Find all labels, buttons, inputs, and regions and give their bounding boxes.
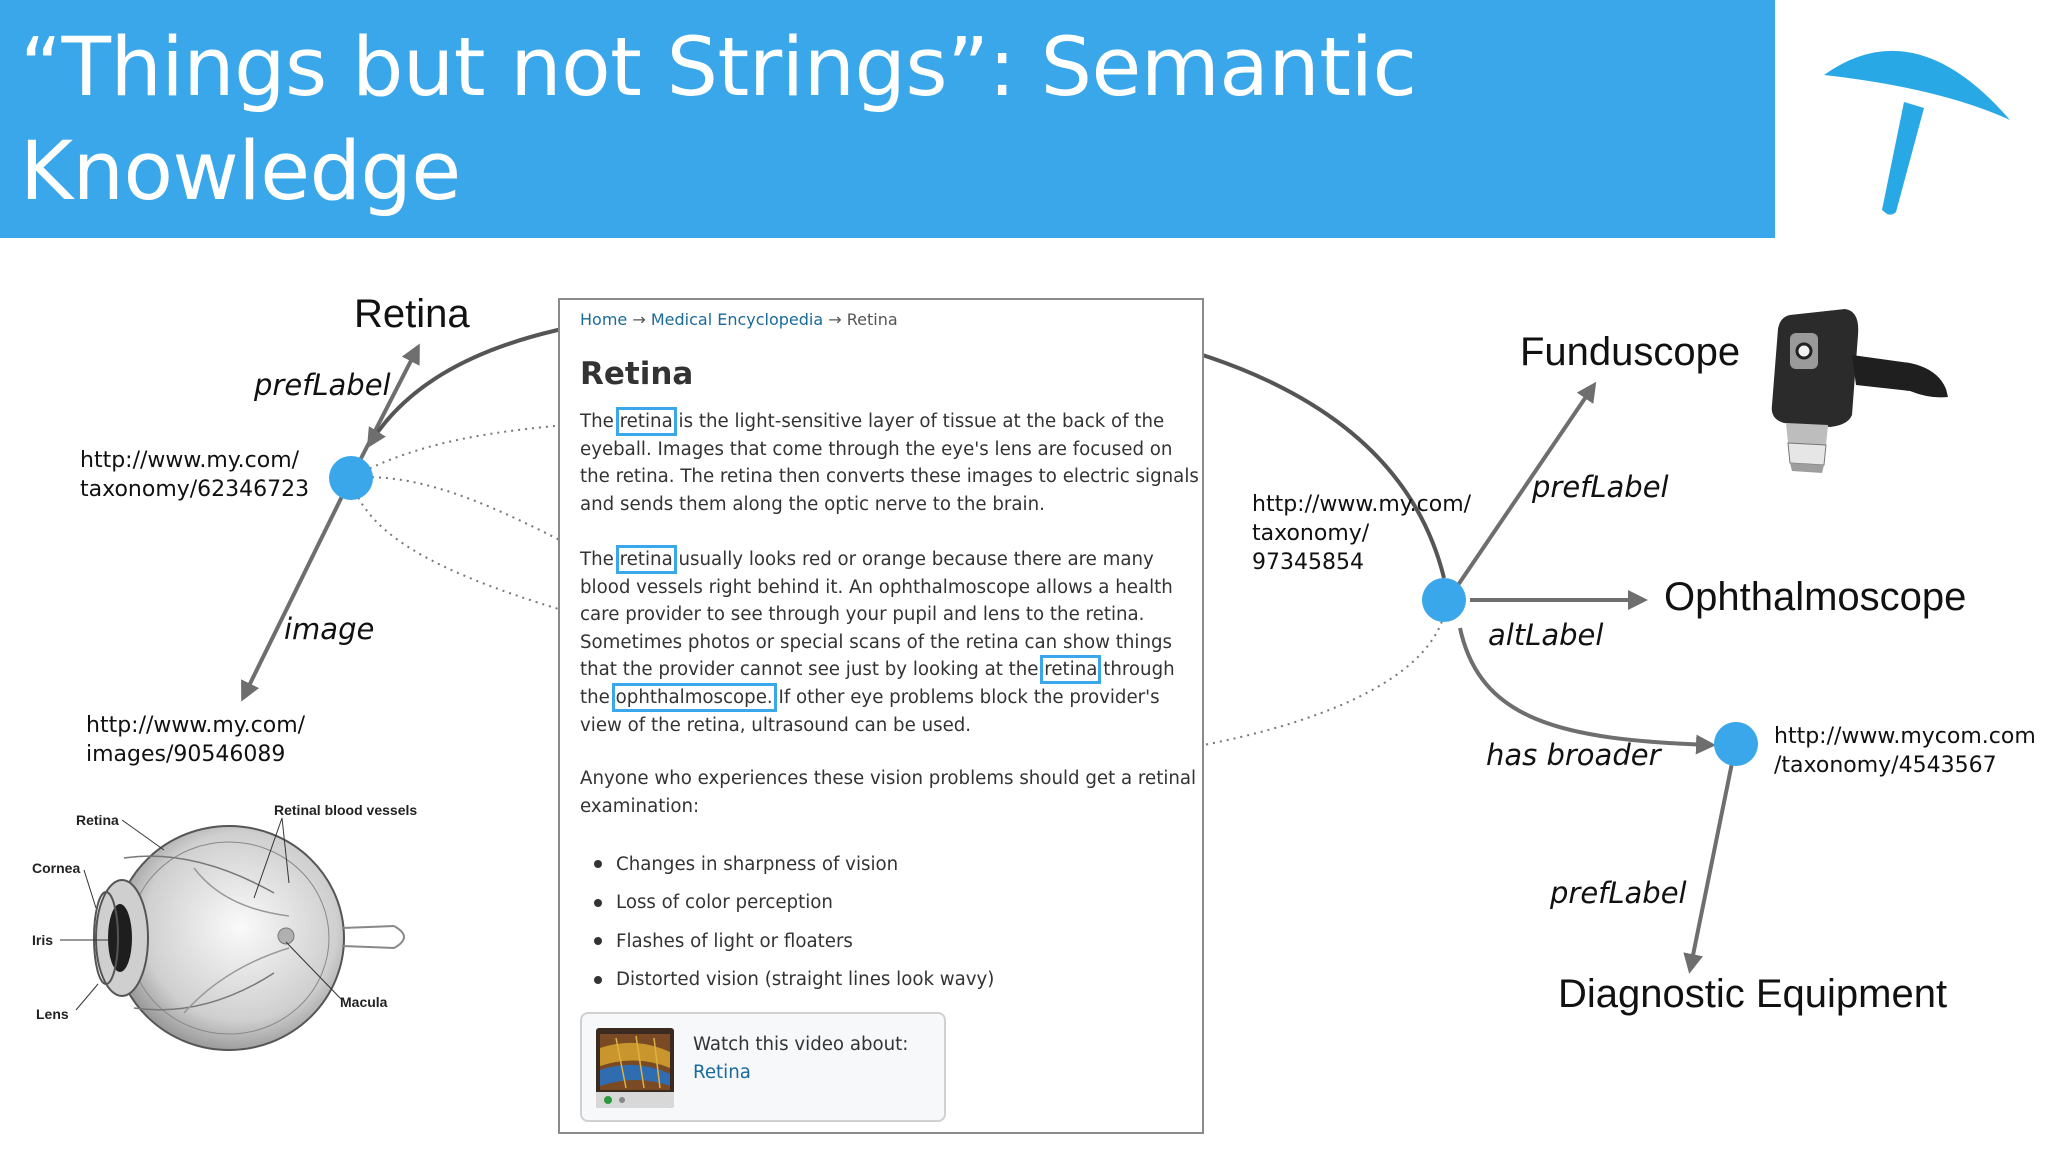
page-title: “Things but not Strings”: Semantic Knowl…	[20, 16, 1760, 328]
dotted-link-2	[350, 476, 596, 559]
dotted-link-1	[350, 422, 591, 479]
highlighted-term-ophthalmoscope: ophthalmoscope.	[611, 682, 777, 712]
breadcrumb-arrow-icon: →	[828, 310, 842, 329]
highlighted-term-retina: retina	[1040, 655, 1102, 685]
article-paragraph-2: The retina usually looks red or orange b…	[580, 545, 1192, 739]
eye-label-macula: Macula	[340, 994, 388, 1010]
ophthalmoscope-uri: http://www.my.com/ taxonomy/ 97345854	[1252, 492, 1472, 575]
text-line: and sends them along the optic nerve to …	[580, 493, 1045, 515]
ophthalmoscope-label: Ophthalmoscope	[1664, 575, 1967, 619]
article-title: Retina	[580, 356, 694, 392]
umbrella-t-logo-icon	[1824, 50, 2010, 215]
eye-label-cornea: Cornea	[32, 860, 81, 876]
list-item: Flashes of light or floaters	[582, 922, 1182, 961]
node-diagnostic-concept	[1714, 722, 1758, 766]
diagnostic-equipment-label: Diagnostic Equipment	[1558, 972, 1948, 1016]
video-card[interactable]: Watch this video about: Retina	[580, 1012, 946, 1122]
breadcrumb: Home → Medical Encyclopedia → Retina	[580, 310, 898, 329]
eye-anatomy-illustration: Retina Retinal blood vessels Cornea Iris…	[24, 798, 444, 1068]
text-span: The	[580, 411, 620, 432]
list-item-text: Loss of color perception	[616, 892, 833, 914]
eye-drawing-icon	[60, 817, 405, 1051]
list-item: Distorted vision (straight lines look wa…	[582, 961, 1182, 1000]
text-line: view of the retina, ultrasound can be us…	[580, 714, 972, 736]
list-item-text: Changes in sharpness of vision	[616, 853, 899, 875]
text-line: the retina. The retina then converts the…	[580, 466, 1199, 488]
funduscope-label: Funduscope	[1520, 330, 1741, 374]
retina-uri: http://www.my.com/ taxonomy/62346723	[80, 448, 310, 502]
list-item: Loss of color perception	[582, 884, 1182, 923]
bullet-icon	[594, 898, 602, 907]
breadcrumb-arrow-icon: →	[632, 310, 646, 329]
broader-uri: http://www.mycom.com /taxonomy/4543567	[1774, 724, 2036, 778]
rel-image: image	[284, 612, 375, 646]
breadcrumb-section-link[interactable]: Medical Encyclopedia	[650, 310, 824, 329]
bullet-icon	[594, 937, 602, 946]
encyclopedia-article-panel: Home → Medical Encyclopedia → Retina Ret…	[558, 298, 1204, 1134]
edge-left-image	[241, 477, 353, 702]
rel-preflabel-broader: prefLabel	[1550, 876, 1687, 910]
rel-preflabel-left: prefLabel	[254, 368, 391, 402]
text-span: usually looks red or orange because ther…	[672, 549, 1154, 570]
eye-label-blood-vessels: Retinal blood vessels	[274, 802, 418, 818]
retina-label: Retina	[354, 292, 470, 336]
video-thumbnail-icon[interactable]	[596, 1028, 674, 1108]
rel-has-broader: has broader	[1486, 738, 1661, 772]
text-line: care provider to see through your pupil …	[580, 604, 1145, 626]
text-span: is the light-sensitive layer of tissue a…	[672, 411, 1165, 432]
text-line: blood vessels right behind it. An ophtha…	[580, 576, 1173, 598]
text-span: If other eye problems block the provider…	[772, 686, 1160, 708]
bullet-icon	[594, 860, 602, 869]
text-span: through	[1097, 659, 1175, 681]
video-caption: Watch this video about:	[693, 1034, 909, 1055]
edge-right-preflabel	[1454, 381, 1597, 590]
breadcrumb-current: Retina	[846, 310, 898, 329]
symptom-list: Changes in sharpness of vision Loss of c…	[582, 845, 1182, 999]
rel-altlabel: altLabel	[1488, 618, 1604, 652]
highlighted-term-retina: retina	[615, 545, 677, 574]
list-item-text: Distorted vision (straight lines look wa…	[616, 969, 995, 991]
rel-preflabel-right: prefLabel	[1532, 470, 1669, 504]
image-uri: http://www.my.com/ images/90546089	[86, 713, 306, 767]
article-paragraph-1: The retina is the light-sensitive layer …	[580, 407, 1199, 518]
text-line: eyeball. Images that come through the ey…	[580, 438, 1173, 460]
edge-broader-preflabel	[1683, 757, 1735, 974]
list-item-text: Flashes of light or floaters	[616, 930, 853, 952]
node-retina-concept	[329, 456, 373, 500]
breadcrumb-home-link[interactable]: Home	[580, 310, 628, 329]
eye-label-iris: Iris	[32, 932, 54, 948]
title-line-1: “Things but not Strings”: Semantic Knowl…	[20, 21, 1417, 219]
text-span: the	[580, 686, 616, 708]
eye-label-lens: Lens	[36, 1006, 69, 1022]
highlighted-term-retina: retina	[615, 407, 677, 436]
edge-right-has-broader	[1458, 627, 1716, 755]
bullet-icon	[594, 975, 602, 984]
eye-label-retina: Retina	[76, 812, 119, 828]
text-span: that the provider cannot see just by loo…	[580, 659, 1045, 681]
text-line: Anyone who experiences these vision prob…	[580, 768, 1197, 789]
edge-left-preflabel	[349, 343, 420, 479]
video-topic-link[interactable]: Retina	[693, 1062, 751, 1083]
list-item: Changes in sharpness of vision	[582, 845, 1182, 884]
node-ophthalmoscope-concept	[1422, 578, 1466, 622]
text-span: The	[580, 549, 620, 570]
title-banner: “Things but not Strings”: Semantic Knowl…	[0, 0, 1775, 323]
ophthalmoscope-device-icon	[1771, 309, 1948, 473]
text-line: examination:	[580, 795, 700, 817]
text-line: Sometimes photos or special scans of the…	[580, 631, 1173, 653]
article-paragraph-3: Anyone who experiences these vision prob…	[580, 765, 1197, 820]
